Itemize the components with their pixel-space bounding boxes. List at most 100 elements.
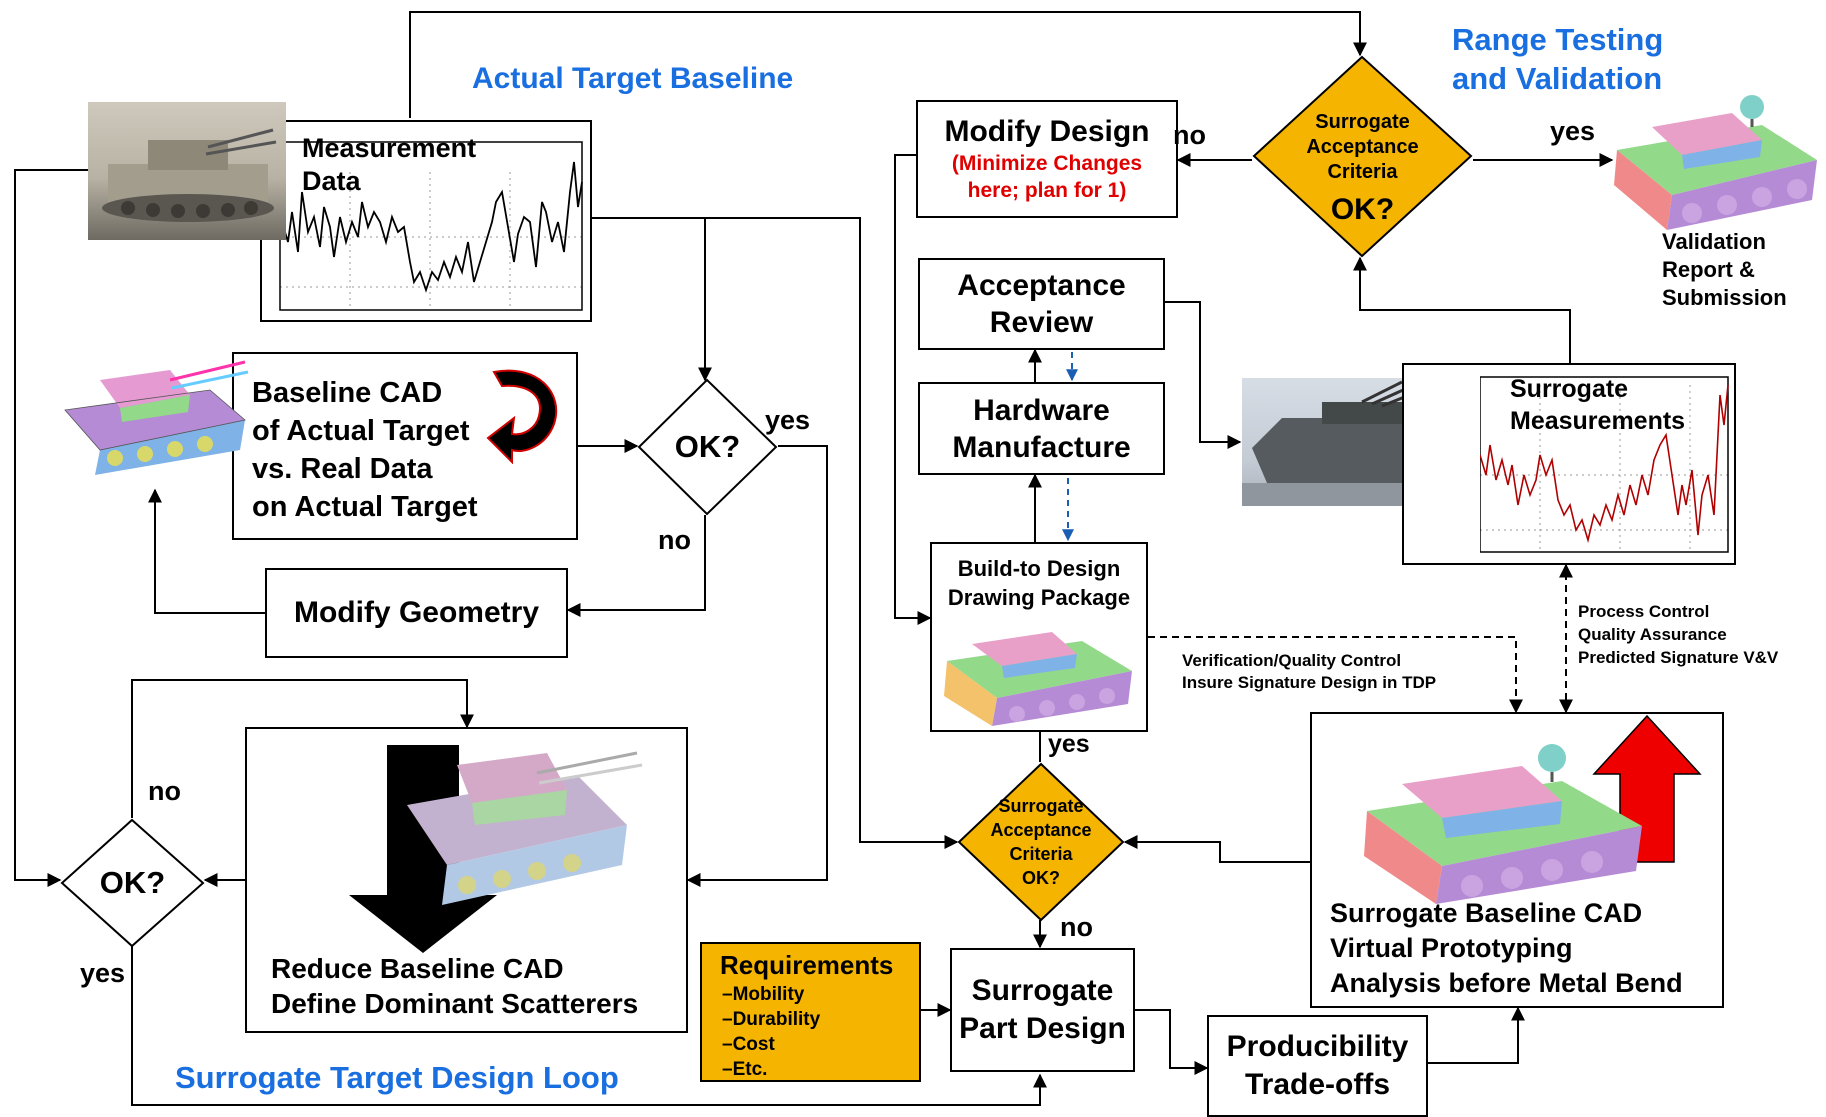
acceptance-review-label: Acceptance Review xyxy=(957,267,1125,341)
edge-ok-no-to-modify xyxy=(566,515,706,617)
requirements-box: Requirements –Mobility –Durability –Cost… xyxy=(700,942,921,1082)
edge-part-to-producibility xyxy=(1135,1009,1209,1075)
build-to-design-label: Build-to Design Drawing Package xyxy=(932,554,1146,612)
requirements-item-mobility: –Mobility xyxy=(722,984,805,1005)
ok-reduce-decision xyxy=(60,818,205,948)
top-criteria-decision xyxy=(1252,55,1473,258)
requirements-item-durability: –Durability xyxy=(722,1009,821,1030)
edge-label-yes-mid: yes xyxy=(1048,730,1090,758)
build-to-design-line2: Drawing Package xyxy=(947,585,1131,610)
measurement-data-line1: Measurement xyxy=(302,133,477,163)
edge-ok-reduce-no-loop xyxy=(131,679,474,818)
actual-target-tank-image xyxy=(102,128,277,222)
edge-modify-design-to-build xyxy=(894,154,932,625)
validation-report-line3: Submission xyxy=(1662,285,1787,310)
mid-criteria-line4: OK? xyxy=(1022,868,1060,888)
surrogate-measurements-chart xyxy=(1480,376,1729,553)
edge-photo-to-ok-reduce xyxy=(14,169,90,887)
mid-criteria-decision xyxy=(957,762,1125,922)
process-control-line1: Process Control xyxy=(1578,602,1710,621)
modify-design-note: (Minimize Changes here; plan for 1) xyxy=(952,150,1142,204)
baseline-cad-label: Baseline CAD of Actual Target vs. Real D… xyxy=(252,374,478,526)
rotate-arrow-icon xyxy=(486,369,558,464)
baseline-cad-model-icon xyxy=(60,350,250,485)
hardware-manufacture-box: Hardware Manufacture xyxy=(918,382,1165,475)
edge-label-no-mid: no xyxy=(1060,912,1093,942)
top-criteria-line3: Criteria xyxy=(1327,160,1398,183)
requirements-item-cost: –Cost xyxy=(722,1034,775,1055)
validation-report-line2: Report & xyxy=(1662,257,1755,282)
heading-range-testing-line1: Range Testing xyxy=(1452,22,1664,57)
producibility-box: Producibility Trade-offs xyxy=(1207,1015,1428,1117)
acceptance-review-line2: Review xyxy=(989,306,1094,339)
verification-note-line1: Verification/Quality Control xyxy=(1182,651,1402,670)
modify-geometry-box: Modify Geometry xyxy=(265,568,568,658)
producibility-line1: Producibility xyxy=(1226,1030,1409,1063)
top-criteria-label: Surrogate Acceptance Criteria xyxy=(1252,102,1473,192)
edge-label-yes-baseline: yes xyxy=(765,405,811,435)
surrogate-measurements-box: Surrogate Measurements xyxy=(1402,363,1736,565)
surrogate-baseline-cad-line1: Surrogate Baseline CAD xyxy=(1330,898,1643,928)
edge-cad-to-mid-criteria xyxy=(1123,835,1310,863)
verification-note-line2: Insure Signature Design in TDP xyxy=(1182,673,1437,692)
top-criteria-ok: OK? xyxy=(1330,193,1395,226)
surrogate-part-design-box: Surrogate Part Design xyxy=(950,948,1135,1072)
edge-dashed-build-to-cad xyxy=(1148,636,1523,714)
modify-design-note-line1: (Minimize Changes xyxy=(951,152,1143,175)
reduce-baseline-label: Reduce Baseline CAD Define Dominant Scat… xyxy=(271,951,638,1021)
surrogate-part-design-label: Surrogate Part Design xyxy=(959,972,1126,1048)
reduce-baseline-line2: Define Dominant Scatterers xyxy=(271,988,639,1019)
surrogate-measurements-line1: Surrogate xyxy=(1510,375,1629,403)
validation-report-line1: Validation xyxy=(1662,229,1766,254)
hardware-manufacture-line1: Hardware xyxy=(973,393,1110,427)
build-to-design-line1: Build-to Design xyxy=(957,556,1121,581)
process-control-line2: Quality Assurance xyxy=(1578,625,1727,644)
validation-report-label: Validation Report & Submission xyxy=(1662,228,1787,312)
requirements-list: –Mobility –Durability –Cost –Etc. xyxy=(722,982,820,1082)
hardware-manufacture-label: Hardware Manufacture xyxy=(952,392,1130,466)
edge-measurement-to-top-criteria xyxy=(409,11,1367,118)
measurement-data-line2: Data xyxy=(302,166,361,196)
edge-label-no-baseline: no xyxy=(658,525,691,555)
baseline-cad-line3: vs. Real Data xyxy=(252,453,433,485)
build-to-design-box: Build-to Design Drawing Package xyxy=(930,542,1148,732)
edge-label-no-reduce: no xyxy=(148,776,181,806)
modify-design-note-line2: here; plan for 1) xyxy=(967,179,1127,202)
edge-ok-reduce-yes-to-part xyxy=(131,945,1047,1106)
modify-design-box: Modify Design (Minimize Changes here; pl… xyxy=(916,100,1178,218)
edge-measurement-to-mid-criteria xyxy=(592,217,959,849)
surrogate-cad-tank-icon xyxy=(1364,744,1642,904)
actual-target-photo xyxy=(88,102,286,240)
baseline-cad-line1: Baseline CAD xyxy=(252,377,443,409)
producibility-line2: Trade-offs xyxy=(1244,1068,1391,1101)
hardware-manufacture-line2: Manufacture xyxy=(952,430,1131,464)
edge-review-to-measurements xyxy=(1165,301,1242,449)
baseline-cad-line2: of Actual Target xyxy=(252,415,470,447)
ok-reduce-label: OK? xyxy=(99,865,166,900)
validation-tank-icon xyxy=(1612,85,1822,240)
baseline-cad-line4: on Actual Target xyxy=(252,491,478,523)
surrogate-part-design-line2: Part Design xyxy=(959,1012,1126,1045)
edge-label-yes-reduce: yes xyxy=(80,958,126,988)
acceptance-review-line1: Acceptance xyxy=(957,269,1126,302)
surrogate-baseline-cad-box: Surrogate Baseline CAD Virtual Prototypi… xyxy=(1310,712,1724,1008)
edge-label-no-top: no xyxy=(1173,120,1206,150)
surrogate-measurements-line2: Measurements xyxy=(1510,407,1686,435)
modify-design-title: Modify Design xyxy=(944,115,1150,148)
surrogate-measurements-label: Surrogate Measurements xyxy=(1510,373,1685,437)
heading-range-testing: Range Testing and Validation xyxy=(1452,20,1663,98)
producibility-label: Producibility Trade-offs xyxy=(1227,1028,1409,1104)
top-criteria-line2: Acceptance xyxy=(1306,135,1419,158)
verification-note: Verification/Quality Control Insure Sign… xyxy=(1182,650,1436,694)
surrogate-part-design-line1: Surrogate xyxy=(971,974,1114,1007)
measurement-data-label: Measurement Data xyxy=(302,132,476,198)
mid-criteria-line1: Surrogate xyxy=(998,796,1084,816)
modify-geometry-label: Modify Geometry xyxy=(293,596,540,629)
baseline-cad-box: Baseline CAD of Actual Target vs. Real D… xyxy=(232,352,578,540)
heading-actual-target-baseline: Actual Target Baseline xyxy=(472,62,794,95)
edge-producibility-to-cad xyxy=(1428,1006,1525,1064)
requirements-title: Requirements xyxy=(720,950,894,980)
measurement-chart xyxy=(279,141,583,311)
surrogate-baseline-cad-line2: Virtual Prototyping xyxy=(1330,933,1573,963)
